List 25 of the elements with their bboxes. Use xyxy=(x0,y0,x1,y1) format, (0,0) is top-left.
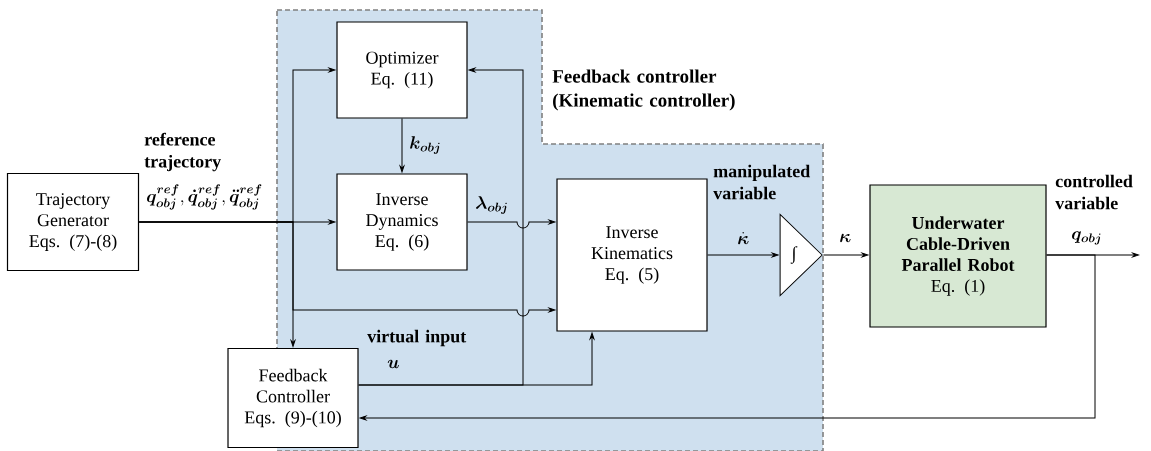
signal-label: $\boldsymbol{u}$ xyxy=(387,359,399,369)
edge-label: $\boldsymbol{q_{obj}}$ xyxy=(1072,231,1101,245)
edge-label: reference trajectory xyxy=(144,132,221,172)
plant-box: Underwater Cable-Driven Parallel Robot Eq. (1) xyxy=(869,184,1047,328)
signal-label: controlled variable xyxy=(1055,174,1133,210)
edge-label: virtual input xyxy=(367,329,467,347)
process-box: Inverse Kinematics Eq. (5) xyxy=(556,178,708,332)
arrow xyxy=(359,254,1096,421)
arrow xyxy=(358,67,524,386)
process-box: Trajectory Generator Eqs. (7)-(8) xyxy=(6,172,140,272)
arrow xyxy=(467,219,556,229)
arrow xyxy=(822,252,869,258)
arrow xyxy=(138,221,296,347)
process-box: Optimizer Eq. (11) xyxy=(336,21,468,119)
integrator-triangle: ∫ xyxy=(779,214,823,296)
process-box: Feedback Controller Eqs. (9)-(10) xyxy=(227,347,359,449)
arrow xyxy=(399,118,405,173)
edge-label: $\dot{\boldsymbol{\kappa}}$ xyxy=(738,231,749,245)
edge-label: $\boldsymbol{\kappa}$ xyxy=(840,233,851,243)
arrow xyxy=(707,252,779,258)
edge-label: $\boldsymbol{\lambda_{obj}}$ xyxy=(476,196,507,214)
region-heading: Feedback controller (Kinematic controller) xyxy=(552,69,735,111)
signal-label: manipulated variable xyxy=(713,164,811,200)
process-box: Inverse Dynamics Eq. (6) xyxy=(336,173,468,271)
edge-label: $\boldsymbol{k_{obj}}$ xyxy=(410,136,440,154)
